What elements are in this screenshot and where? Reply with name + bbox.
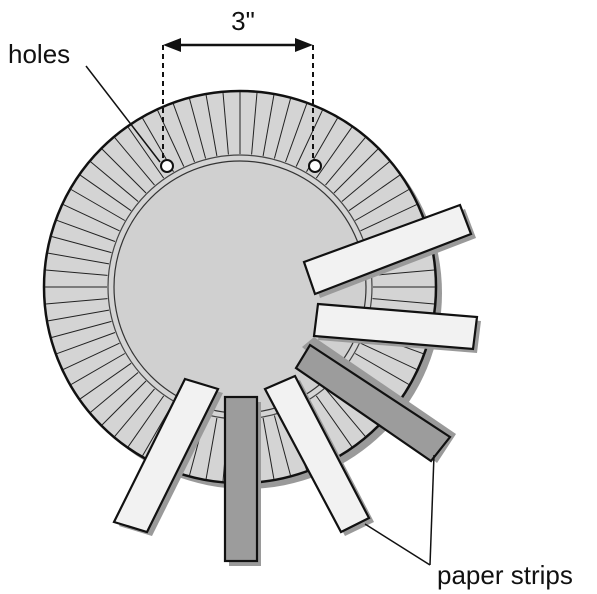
- rim-ridge: [325, 388, 366, 437]
- rim-ridge: [56, 219, 116, 242]
- strip-2: [312, 302, 479, 351]
- rim-ridge: [251, 92, 258, 155]
- rim-ridge: [80, 174, 132, 212]
- strips-leader-line-2: [429, 454, 435, 566]
- dimension-arrowhead-right: [295, 38, 313, 52]
- rim-ridge: [56, 332, 116, 355]
- strip-3: [294, 343, 452, 463]
- holes-callout: holes: [8, 39, 161, 163]
- rim-ridge: [90, 372, 139, 413]
- rim-ridge: [47, 309, 110, 322]
- rim-ridge: [172, 103, 195, 163]
- rim-ridge: [262, 417, 275, 480]
- rim-ridge: [348, 174, 400, 212]
- strip-5: [223, 395, 259, 563]
- rim-ridge: [360, 204, 417, 232]
- rim-ridge: [101, 148, 147, 194]
- rim-ridge: [127, 127, 165, 179]
- rim-ridge: [47, 252, 110, 265]
- rim-ridge: [45, 269, 108, 276]
- rim-ridge: [127, 395, 165, 447]
- rim-ridge: [372, 298, 435, 305]
- rim-ridge: [101, 380, 147, 426]
- strips-leader-line-1: [364, 523, 431, 566]
- rim-ridge: [70, 353, 126, 385]
- hole-left: [160, 159, 174, 173]
- plate-holes: [160, 159, 322, 173]
- rim-ridge: [63, 342, 120, 370]
- paper-strips-label: paper strips: [437, 560, 573, 590]
- rim-ridge: [90, 161, 139, 202]
- dimension-label: 3": [231, 6, 255, 36]
- rim-ridge: [372, 269, 435, 276]
- rim-ridge: [354, 189, 410, 221]
- dimension-marker: 3": [162, 6, 314, 160]
- rim-ridge: [354, 353, 410, 385]
- hole-right: [308, 159, 322, 173]
- strip-4: [263, 374, 371, 534]
- rim-ridge: [157, 110, 185, 167]
- rim-ridge: [51, 236, 112, 254]
- paper-strips: [112, 203, 481, 566]
- rim-ridge: [315, 127, 353, 179]
- strip-6: [112, 377, 220, 534]
- rim-ridge: [222, 92, 229, 155]
- rim-ridge: [341, 161, 390, 202]
- rim-ridge: [205, 417, 218, 480]
- rim-ridge: [114, 388, 155, 437]
- rim-ridge: [285, 103, 308, 163]
- rim-ridge: [325, 137, 366, 186]
- rim-ridge: [315, 395, 353, 447]
- holes-leader-line: [85, 65, 161, 163]
- rim-ridge: [189, 98, 207, 159]
- rim-ridge: [273, 98, 291, 159]
- rim-ridge: [63, 204, 120, 232]
- rim-ridge: [333, 148, 379, 194]
- rim-ridge: [80, 362, 132, 400]
- rim-ridge: [205, 94, 218, 157]
- rim-ridge: [45, 298, 108, 305]
- dimension-arrowhead-left: [163, 38, 181, 52]
- rim-ridge: [70, 189, 126, 221]
- holes-label: holes: [8, 39, 70, 69]
- rim-ridge: [295, 110, 323, 167]
- paper-strips-callout: paper strips: [364, 454, 573, 590]
- strip-1: [302, 203, 473, 296]
- rim-ridge: [262, 94, 275, 157]
- rim-ridge: [114, 137, 155, 186]
- rim-ridge: [51, 320, 112, 338]
- rim-ridge: [360, 342, 417, 370]
- rim-ridge: [273, 415, 291, 476]
